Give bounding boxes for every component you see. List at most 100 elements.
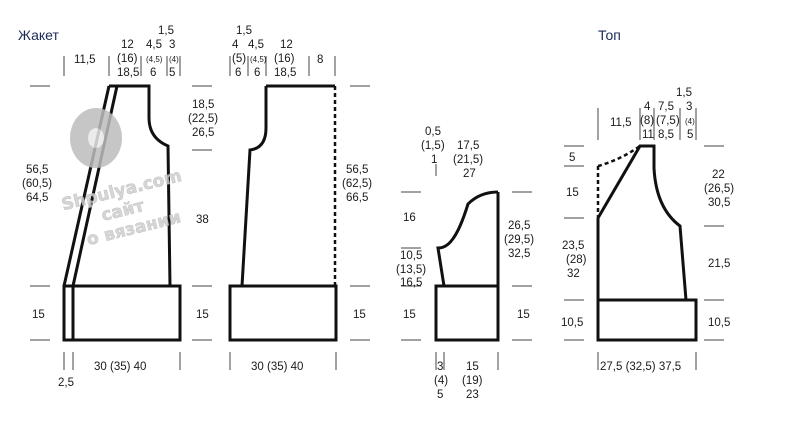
top-right-1a: 22 [712,169,725,181]
front-width-2c: 6 [254,67,260,79]
top-width-2b: (8) [640,115,654,127]
sleeve-top-small-a: 0,5 [425,126,441,138]
sleeve-slope-c: 16,5 [400,277,422,289]
top-right-1c: 30,5 [708,197,730,209]
sleeve-bottom-b3: 23 [466,389,479,401]
back-band [62,284,182,342]
back-width-3a: 4,5 [146,39,162,51]
yarn-spool-hole [88,128,104,148]
top-width-3a: 7,5 [658,101,674,113]
top-right-1b: (26,5) [704,183,734,195]
front-width-1c: (5) [232,53,246,65]
back-width-4d: 5 [169,67,175,79]
back-width-2c: 18,5 [117,67,139,79]
top-width-3b: (7,5) [656,115,680,127]
sleeve-length-c: 32,5 [508,248,530,260]
sleeve-dimension-lines [401,164,532,370]
back-width-4c: (4) [169,55,179,64]
back-armhole-b: (22,5) [188,113,218,125]
top-right-3: 10,5 [708,317,730,329]
sleeve-piece [434,190,500,342]
back-width-4b: 3 [169,39,175,51]
sleeve-slope-b: (13,5) [396,264,426,276]
sleeve-top-small-c: 1 [431,154,437,166]
sleeve-band-height-right: 15 [517,309,530,321]
front-length-b: (62,5) [342,178,372,190]
top-dimension-lines [564,108,724,370]
sleeve-cap-curve [436,190,499,287]
back-armhole-a: 18,5 [192,99,214,111]
back-width-3c: 6 [150,67,156,79]
back-width-2a: 12 [121,39,134,51]
sleeve-top-width-b: (21,5) [453,154,483,166]
top-right-2: 21,5 [708,258,730,270]
jacket-title: Жакет [18,27,59,43]
front-width-1b: 4 [232,39,239,51]
front-armhole-side [240,86,268,287]
front-width-1a: 1,5 [236,25,252,37]
back-armhole-c: 26,5 [192,127,214,139]
front-width-2a: 4,5 [248,39,264,51]
sleeve-cap-height: 16 [403,212,416,224]
front-width-4: 8 [317,54,323,66]
sleeve-bottom-b2: (19) [462,375,483,387]
top-width-4a: 1,5 [676,87,692,99]
back-band-height-right: 15 [196,309,209,321]
top-left-3c: 32 [567,268,580,280]
top-width-4d: 5 [687,129,693,141]
top-outline [596,144,688,301]
top-width-4b: 3 [686,101,692,113]
top-neck-dashed [597,144,641,168]
sleeve-top-small-b: (1,5) [421,140,445,152]
top-width-2c: 11 [642,129,654,141]
top-width-3c: 8,5 [658,129,674,141]
front-width-3b: (16) [274,53,295,65]
sleeve-bottom-a2: (4) [434,375,448,387]
top-bottom-width: 27,5 (32,5) 37,5 [600,361,681,373]
sleeve-bottom-a3: 5 [437,389,443,401]
sleeve-top-width-a: 17,5 [457,140,479,152]
back-width-4a: 1,5 [158,25,174,37]
back-width-3b: (4,5) [146,55,163,64]
back-outline [109,84,172,287]
sleeve-slope-a: 10,5 [400,250,422,262]
back-side-length: 38 [196,214,209,226]
sleeve-length-b: (29,5) [504,234,534,246]
sleeve-band [434,284,500,342]
front-length-c: 66,5 [346,192,368,204]
back-edge-width: 2,5 [58,377,74,389]
back-bottom-width: 30 (35) 40 [94,361,146,373]
sleeve-top-width-c: 27 [463,168,476,180]
top-left-1: 5 [569,152,575,164]
top-width-2a: 4 [644,101,651,113]
back-band-height: 15 [32,309,45,321]
top-left-4: 10,5 [561,317,583,329]
jacket-front-piece [228,84,338,342]
sleeve-length-a: 26,5 [508,220,530,232]
top-band [596,298,698,342]
top-width-4c: (4) [685,117,695,126]
front-width-1d: 6 [235,67,241,79]
site-watermark: Shpulya.com сайт о вязании [59,108,184,250]
front-width-3a: 12 [280,39,293,51]
front-width-3c: 18,5 [274,67,296,79]
front-dimension-lines [229,56,370,370]
front-bottom-width: 30 (35) 40 [251,361,303,373]
front-band-height: 15 [353,309,366,321]
top-left-3b: (28) [566,254,587,266]
back-length-c: 64,5 [26,192,48,204]
front-length-a: 56,5 [346,164,368,176]
sleeve-bottom-a1: 3 [437,361,443,373]
back-length-a: 56,5 [26,164,48,176]
top-width-1: 11,5 [610,117,632,129]
sleeve-bottom-b1: 15 [466,361,479,373]
back-length-b: (60,5) [22,178,52,190]
front-band [228,284,338,342]
sleeve-band-height: 15 [403,309,416,321]
top-title: Топ [598,27,621,43]
top-left-3a: 23,5 [562,240,584,252]
back-width-2b: (16) [117,53,138,65]
back-width-1: 11,5 [74,54,96,66]
